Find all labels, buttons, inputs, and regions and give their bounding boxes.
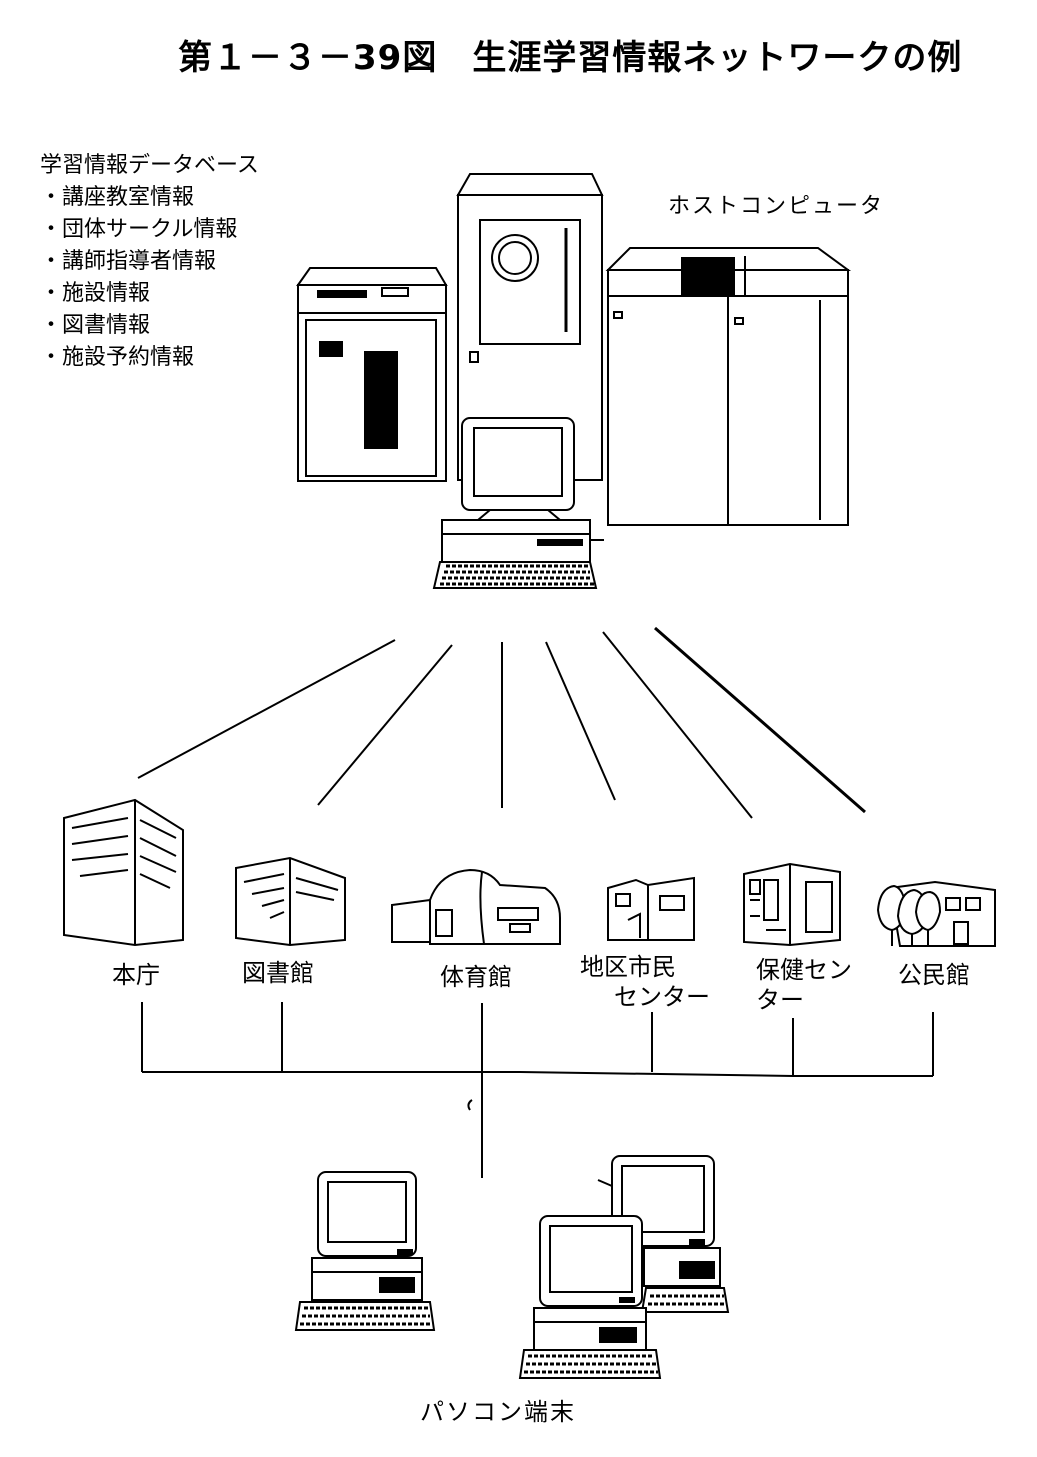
community-center-building-icon bbox=[607, 876, 695, 941]
label-library: 図書館 bbox=[242, 959, 314, 987]
public-hall-building-icon bbox=[876, 880, 996, 947]
library-building-icon bbox=[235, 856, 346, 947]
workstation-icon bbox=[432, 417, 604, 589]
database-heading: 学習情報データベース bbox=[40, 153, 259, 178]
page-title: 第１－３－39図 生涯学習情報ネットワークの例 bbox=[178, 38, 963, 78]
main-office-building-icon bbox=[63, 798, 184, 947]
disk-cabinet-icon bbox=[296, 267, 448, 482]
label-community-center-line1: 地区市民 bbox=[580, 953, 676, 981]
pc-terminal-front-icon bbox=[518, 1215, 662, 1379]
database-item: ・図書情報 bbox=[40, 313, 151, 338]
label-public-hall: 公民館 bbox=[898, 961, 970, 989]
host-computer-label: ホストコンピュータ bbox=[668, 194, 885, 219]
database-item: ・施設予約情報 bbox=[40, 345, 195, 370]
label-main-office: 本庁 bbox=[112, 961, 160, 989]
database-item: ・講座教室情報 bbox=[40, 185, 195, 210]
health-center-building-icon bbox=[743, 862, 841, 947]
label-community-center-line2: センター bbox=[614, 983, 710, 1011]
host-computer-illustration bbox=[296, 173, 852, 589]
mainframe-unit-icon bbox=[605, 247, 852, 526]
database-item: ・講師指導者情報 bbox=[40, 249, 217, 274]
pc-terminal-left-icon bbox=[294, 1171, 436, 1331]
database-item: ・団体サークル情報 bbox=[40, 217, 238, 242]
label-community-center: 地区市民 センター bbox=[580, 952, 710, 1012]
label-health-center: 保健セン ター bbox=[756, 955, 852, 1015]
label-health-center-line1: 保健セン bbox=[756, 956, 852, 984]
pc-terminal-label: パソコン端末 bbox=[420, 1398, 576, 1426]
database-item: ・施設情報 bbox=[40, 281, 151, 306]
gymnasium-building-icon bbox=[391, 868, 561, 945]
label-gymnasium: 体育館 bbox=[440, 963, 512, 991]
local-bus-network bbox=[141, 1002, 934, 1178]
pc-terminal-back-icon bbox=[597, 1155, 730, 1313]
radial-links bbox=[137, 626, 866, 819]
label-health-center-line2: ター bbox=[756, 986, 804, 1014]
database-list: 学習情報データベース ・講座教室情報 ・団体サークル情報 ・講師指導者情報 ・施… bbox=[40, 150, 259, 374]
